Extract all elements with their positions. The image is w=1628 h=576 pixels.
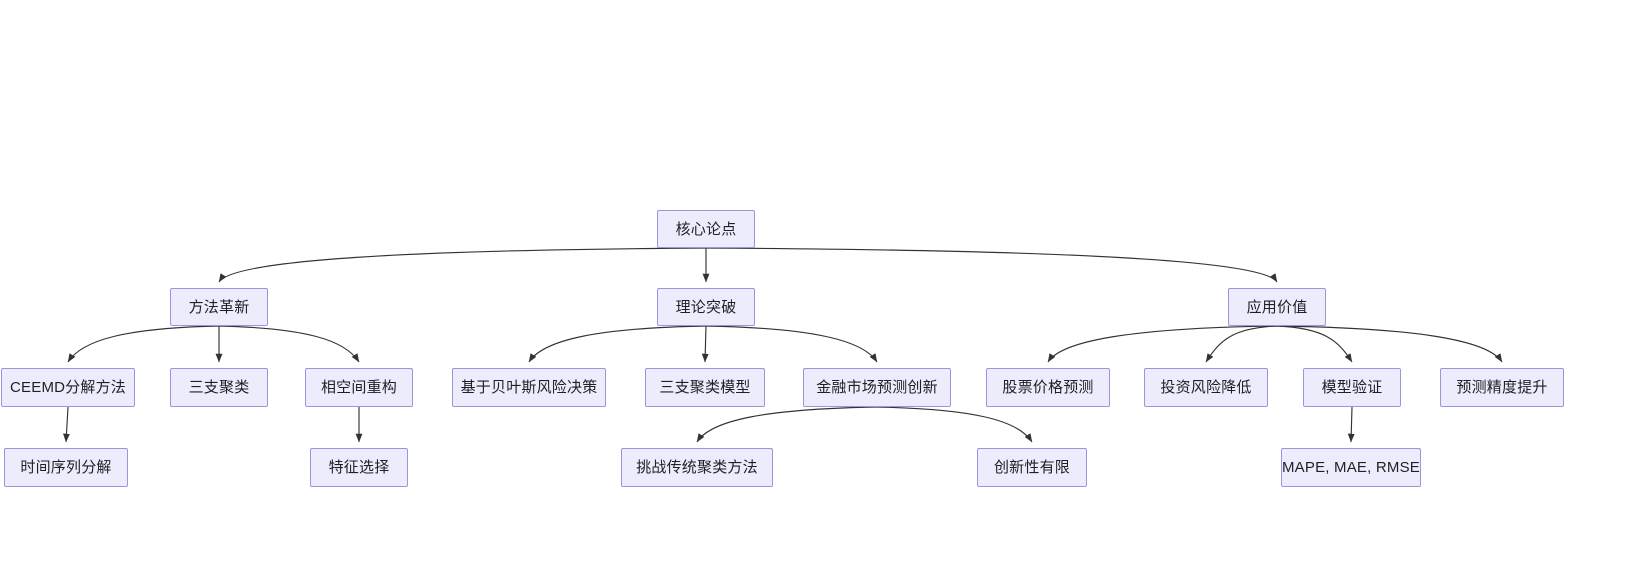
tree-node[interactable]: 应用价值 (1228, 288, 1326, 326)
node-label: MAPE, MAE, RMSE (1281, 459, 1421, 476)
tree-node[interactable]: MAPE, MAE, RMSE (1281, 448, 1421, 487)
tree-node[interactable]: 投资风险降低 (1144, 368, 1268, 407)
node-label: 理论突破 (675, 298, 737, 316)
root-node[interactable]: 核心论点 (657, 210, 755, 248)
edge-n2-n8 (701, 325, 709, 363)
node-label: 三支聚类 (188, 379, 250, 396)
tree-node[interactable]: 挑战传统聚类方法 (621, 448, 773, 487)
tree-node[interactable]: 时间序列分解 (4, 448, 128, 487)
node-label: 相空间重构 (320, 379, 397, 396)
node-label: 时间序列分解 (20, 459, 112, 476)
edge-n1-n6 (218, 325, 360, 363)
edge-n12-n18 (1347, 406, 1355, 443)
tree-node[interactable]: 三支聚类 (170, 368, 268, 407)
node-label: 应用价值 (1246, 298, 1308, 316)
node-label: 投资风险降低 (1160, 379, 1252, 396)
tree-node[interactable]: 股票价格预测 (986, 368, 1110, 407)
tree-node[interactable]: 金融市场预测创新 (803, 368, 951, 407)
node-label: 核心论点 (675, 220, 737, 238)
edge-paths (63, 247, 1503, 443)
node-label: 预测精度提升 (1456, 379, 1548, 396)
node-label: 创新性有限 (993, 459, 1070, 476)
tree-node[interactable]: 理论突破 (657, 288, 755, 326)
edge-n0-n1 (218, 247, 707, 283)
node-label: 股票价格预测 (1002, 379, 1094, 396)
node-label: 三支聚类模型 (659, 379, 751, 396)
edge-n9-n16 (696, 406, 878, 443)
tree-node[interactable]: CEEMD分解方法 (1, 368, 135, 407)
tree-node[interactable]: 特征选择 (310, 448, 408, 487)
tree-node[interactable]: 预测精度提升 (1440, 368, 1564, 407)
node-label: 模型验证 (1321, 379, 1383, 396)
edge-n4-n14 (63, 406, 70, 443)
tree-node[interactable]: 三支聚类模型 (645, 368, 765, 407)
node-label: 基于贝叶斯风险决策 (460, 379, 598, 396)
tree-node[interactable]: 基于贝叶斯风险决策 (452, 368, 606, 407)
tree-node[interactable]: 方法革新 (170, 288, 268, 326)
edge-n2-n9 (705, 325, 878, 363)
node-label: 挑战传统聚类方法 (636, 459, 758, 476)
edge-n2-n7 (528, 325, 707, 363)
tree-node[interactable]: 模型验证 (1303, 368, 1401, 407)
edge-n3-n12 (1276, 325, 1353, 363)
edge-n3-n10 (1047, 325, 1278, 363)
node-label: 方法革新 (188, 298, 250, 316)
edge-n9-n17 (876, 406, 1033, 443)
node-label: 特征选择 (328, 459, 390, 476)
edge-n1-n4 (67, 325, 220, 363)
edge-n0-n3 (705, 247, 1278, 283)
node-label: CEEMD分解方法 (10, 379, 126, 396)
tree-node[interactable]: 相空间重构 (305, 368, 413, 407)
edge-n3-n13 (1276, 325, 1503, 363)
edge-n3-n11 (1205, 325, 1278, 363)
tree-node[interactable]: 创新性有限 (977, 448, 1087, 487)
node-label: 金融市场预测创新 (816, 379, 938, 396)
